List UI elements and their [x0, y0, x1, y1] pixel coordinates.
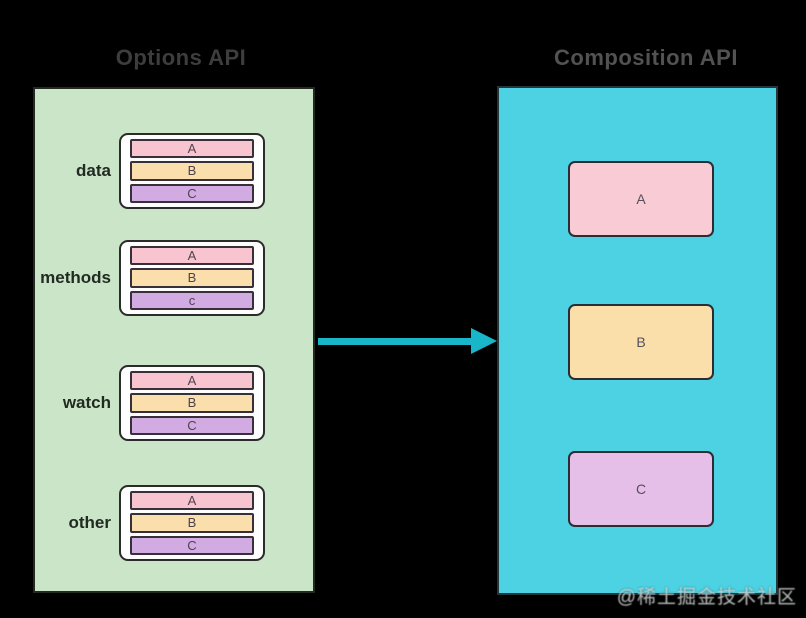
watermark: @稀土掘金技术社区	[616, 587, 797, 608]
bar-stack: A B C	[119, 133, 265, 209]
stack-bar: B	[130, 513, 254, 533]
bar-stack: A B C	[119, 485, 265, 561]
stack-bar: C	[130, 183, 254, 203]
transform-arrow	[318, 328, 497, 354]
bar-stack: A B c	[119, 240, 265, 316]
stack-bar: A	[130, 371, 254, 391]
bar-stack: A B C	[119, 365, 265, 441]
stack-bar: A	[130, 246, 254, 266]
options-group-methods: methods A B c	[39, 240, 265, 316]
group-label: other	[68, 513, 112, 532]
options-group-data: data A B C	[39, 133, 265, 209]
composition-box-a: A	[568, 161, 714, 237]
stack-bar: c	[130, 290, 254, 310]
composition-box-b: B	[568, 304, 714, 380]
options-group-other: other A B C	[39, 485, 265, 561]
group-label: watch	[62, 393, 111, 412]
options-api-title: Options API	[115, 45, 247, 70]
stack-bar: A	[130, 139, 254, 159]
arrow-head-icon	[471, 328, 497, 354]
stack-bar: B	[130, 161, 254, 181]
composition-box-c: C	[568, 451, 714, 527]
composition-api-title: Composition API	[554, 45, 738, 70]
group-label: data	[76, 161, 111, 180]
stack-bar: C	[130, 535, 254, 555]
stack-bar: B	[130, 393, 254, 413]
arrow-line	[318, 338, 474, 345]
composition-api-panel: A B C	[497, 86, 778, 595]
stack-bar: B	[130, 268, 254, 288]
stack-bar: A	[130, 491, 254, 511]
options-group-watch: watch A B C	[39, 365, 265, 441]
group-label: methods	[40, 268, 111, 287]
options-api-panel: data A B C methods A B c watch A B C	[33, 87, 315, 593]
stack-bar: C	[130, 415, 254, 435]
